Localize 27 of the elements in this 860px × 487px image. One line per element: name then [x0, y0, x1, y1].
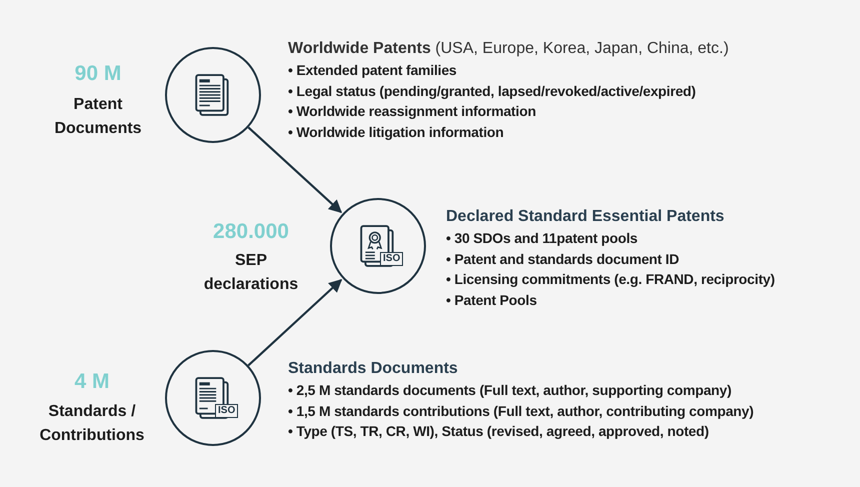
count-caption: Patent Documents — [53, 95, 143, 139]
bullet-item: • Worldwide litigation information — [288, 122, 504, 142]
arrow — [248, 126, 342, 214]
circle-node — [330, 198, 426, 294]
section-heading: Standards Documents — [288, 359, 459, 379]
iso-tag: ISO — [380, 252, 404, 266]
arrow — [248, 278, 342, 366]
bullet-item: • Worldwide reassignment information — [288, 102, 536, 121]
bullet-item: • 1,5 M standards contributions (Full text, author, contributing company) — [288, 402, 754, 421]
bullet-item: • Type (TS, TR, CR, WI), Status (revised, agreed, approved, noted) — [288, 422, 709, 441]
bullet-item: • Extended patent families — [288, 61, 457, 80]
section-heading: Worldwide Patents (USA, Europe, Korea, Japan, China, etc.) — [288, 39, 729, 59]
count-caption: SEP declarations — [202, 251, 300, 295]
bullet-item: • Patent Pools — [446, 290, 537, 310]
count-value: 4 M — [74, 370, 110, 394]
bullet-item: • Licensing commitments (e.g. FRAND, reciprocity) — [446, 270, 775, 289]
bullet-item: • 2,5 M standards documents (Full text, author, supporting company) — [288, 381, 732, 400]
bullet-item: • 30 SDOs and 11patent pools — [446, 229, 638, 248]
count-value: 90 M — [74, 62, 122, 86]
bullet-item: • Legal status (pending/granted, lapsed/revoked/active/expired) — [288, 82, 696, 101]
iso-tag: ISO — [215, 404, 238, 418]
circle-node — [165, 350, 261, 446]
count-caption: Standards / Contributions — [38, 402, 146, 446]
bullet-item: • Patent and standards document ID — [446, 250, 680, 268]
count-value: 280.000 — [213, 220, 289, 244]
circle-node — [165, 47, 261, 143]
section-heading: Declared Standard Essential Patents — [446, 207, 726, 227]
